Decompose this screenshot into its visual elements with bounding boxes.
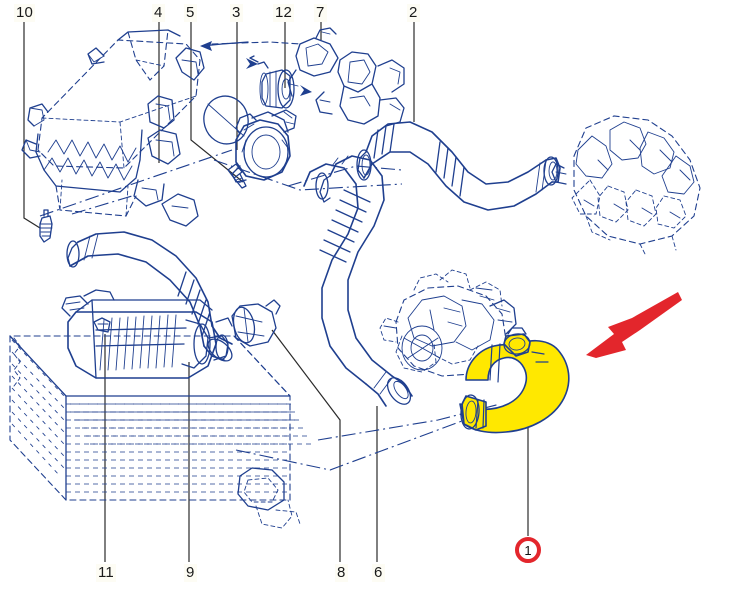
callout-11[interactable]: 11 xyxy=(96,564,116,582)
callout-3[interactable]: 3 xyxy=(230,4,243,22)
callout-8[interactable]: 8 xyxy=(335,564,348,582)
air-flow-sensor xyxy=(257,61,295,109)
throttle-body-valve xyxy=(231,109,297,183)
hose-connector-sleeve xyxy=(231,299,281,347)
highlighted-part-badge[interactable]: 1 xyxy=(515,537,541,563)
lower-intake-hose xyxy=(303,155,413,407)
callout-5[interactable]: 5 xyxy=(184,4,197,22)
callout-12[interactable]: 12 xyxy=(273,4,295,22)
callout-7[interactable]: 7 xyxy=(314,4,327,22)
callout-4[interactable]: 4 xyxy=(152,4,165,22)
callout-6[interactable]: 6 xyxy=(372,564,385,582)
turbo-outlet-hose xyxy=(459,327,570,434)
air-filter-housing xyxy=(21,29,205,227)
assembly-centerlines xyxy=(39,149,501,471)
callout-10[interactable]: 10 xyxy=(14,4,36,22)
mounting-bracket-group xyxy=(200,27,405,127)
intercooler-radiator xyxy=(9,335,314,529)
turbocharger-unit xyxy=(379,269,517,377)
attention-arrow xyxy=(586,292,682,358)
sealing-ring xyxy=(203,95,249,145)
callout-2[interactable]: 2 xyxy=(407,4,420,22)
drain-plug xyxy=(39,209,53,243)
upper-intake-hose xyxy=(356,121,561,211)
callout-9[interactable]: 9 xyxy=(184,564,197,582)
intercooler-top-tank xyxy=(61,289,233,379)
intake-manifold xyxy=(551,115,701,257)
